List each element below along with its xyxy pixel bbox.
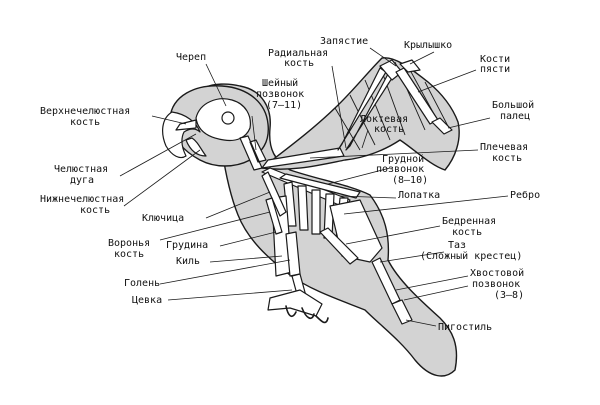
pygostyle-bone [391, 299, 413, 325]
femur-leader [345, 225, 441, 245]
coracoid-bone [265, 197, 283, 235]
foot [267, 289, 323, 317]
ulna-leader [361, 129, 369, 149]
lower-jaw-leader [123, 149, 201, 207]
pygostyle-leader [405, 319, 437, 327]
alula-bone [399, 59, 421, 73]
label-radius-line1: Радиальная [268, 48, 328, 59]
skull-leader [205, 63, 227, 107]
tibia-leader [159, 259, 291, 285]
label-metacarpals-line1: Кости [480, 54, 510, 65]
jaw-arch-leader [119, 133, 197, 177]
label-jaw-arch-line2: дуга [70, 175, 94, 186]
labels: Череп Радиальная кость Запястие Крылышко… [40, 36, 540, 333]
lower-beak [185, 137, 207, 157]
cervical-vertebrae [239, 135, 267, 171]
big-finger-bone [431, 117, 453, 135]
label-cervical-line2: позвонок [256, 89, 304, 100]
label-humerus-line2: кость [492, 153, 522, 164]
metacarpals-leader [417, 69, 477, 93]
label-tibia: Голень [124, 278, 160, 289]
caudal-leader-1 [395, 275, 469, 291]
tarsus-leader [167, 289, 293, 301]
caudal-vertebrae [371, 257, 401, 305]
label-ulna-line1: Локтевая [360, 114, 408, 125]
label-coracoid-line2: кость [114, 249, 144, 260]
label-caudal-line1: Хвостовой [470, 267, 524, 279]
clavicle-leader [205, 191, 271, 219]
label-pygostyle: Пигостиль [438, 322, 492, 333]
big-finger-leader [447, 117, 491, 129]
wing [261, 57, 460, 171]
label-upper-jaw-line2: кость [70, 117, 100, 128]
coracoid-leader [159, 211, 271, 241]
claws [285, 305, 329, 324]
label-thoracic-line2: позвонок [376, 164, 424, 175]
label-cervical-line3: (7–11) [266, 100, 302, 111]
label-radius-line2: кость [284, 58, 314, 69]
label-femur-line2: кость [452, 227, 482, 238]
label-upper-jaw-line1: Верхнечелюстная [40, 106, 130, 117]
alula-leader [409, 51, 435, 65]
label-scapula: Лопатка [398, 190, 440, 201]
label-alula: Крылышко [404, 40, 452, 51]
label-ulna-line2: кость [374, 124, 404, 135]
leader-lines [119, 47, 509, 327]
label-sternum: Грудина [166, 240, 208, 251]
label-rib: Ребро [510, 189, 540, 201]
label-coracoid-line1: Воронья [108, 238, 150, 249]
label-thoracic-line3: (8–10) [392, 175, 428, 186]
label-humerus-line1: Плечевая [480, 142, 528, 153]
upper-jaw-bone [175, 119, 197, 131]
radius-leader [331, 65, 347, 149]
skeleton [175, 98, 413, 325]
scapula-bone [279, 173, 361, 199]
rib-leader [343, 195, 509, 215]
label-caudal-line3: (3–8) [494, 290, 524, 301]
humerus-leader [309, 149, 479, 159]
label-caudal-line2: позвонок [472, 279, 520, 290]
label-skull: Череп [176, 52, 206, 63]
sternum-leader [219, 231, 277, 247]
cervical-leader [251, 115, 257, 151]
label-cervical-line1: Шейный [262, 77, 298, 89]
label-tarsus: Цевка [132, 295, 162, 306]
ulna-bone [337, 67, 387, 151]
pelvis-leader [379, 251, 445, 263]
label-pelvis-line2: (Сложный крестец) [420, 250, 522, 262]
label-thoracic-line1: Грудной [382, 153, 424, 165]
label-keel: Киль [176, 256, 200, 267]
ribs [283, 181, 349, 241]
label-femur-line1: Бедренная [442, 216, 496, 227]
label-jaw-arch-line1: Челюстная [54, 164, 108, 175]
label-wrist: Запястие [320, 36, 368, 47]
scapula-leader [339, 195, 397, 199]
label-metacarpals-line2: пясти [480, 64, 510, 75]
clavicle-bone [261, 171, 287, 217]
label-big-finger-line1: Большой [492, 99, 534, 111]
label-pelvis-line1: Таз [448, 240, 466, 251]
label-clavicle: Ключица [142, 213, 184, 224]
wing-feathers [334, 61, 451, 151]
label-lower-jaw-line2: кость [80, 205, 110, 216]
femur-bone [319, 227, 359, 265]
upper-jaw-leader [151, 115, 187, 125]
eye-socket [221, 111, 235, 125]
label-big-finger-line2: палец [500, 111, 530, 122]
thoracic-leader [327, 167, 391, 185]
keel-leader [209, 255, 283, 263]
feet [267, 289, 329, 324]
label-lower-jaw-line1: Нижнечелюстная [40, 194, 124, 205]
caudal-leader-2 [403, 285, 469, 301]
wrist-leader [369, 47, 397, 67]
